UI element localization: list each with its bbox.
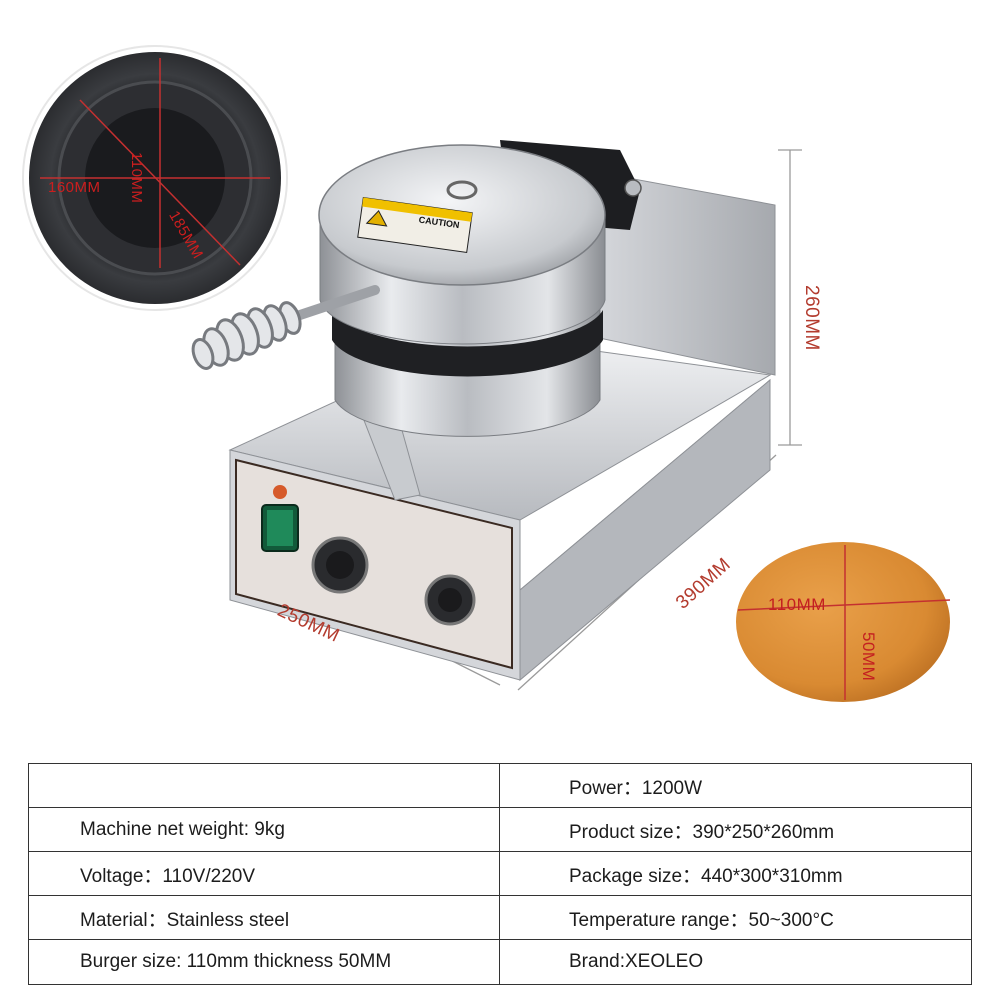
spec-burger-size: Burger size: 110mm thickness 50MM bbox=[80, 951, 392, 972]
plate-inset bbox=[22, 45, 288, 311]
specs-row: Material：Stainless steel Temperature ran… bbox=[29, 895, 971, 940]
specs-row: Machine net weight: 9kg Product size：390… bbox=[29, 807, 971, 852]
control-knobs bbox=[261, 485, 476, 626]
spec-material: Material：Stainless steel bbox=[80, 909, 290, 931]
spec-package-size: Package size：440*300*310mm bbox=[569, 865, 843, 887]
specs-row: Burger size: 110mm thickness 50MM Brand:… bbox=[29, 939, 971, 984]
burger-bun bbox=[736, 542, 951, 702]
plate-depth-label: 110MM bbox=[128, 152, 145, 204]
product-figure: CAUTION 160MM 110MM 185MM 260MM 250MM 39… bbox=[22, 45, 951, 702]
spec-product-size: Product size：390*250*260mm bbox=[569, 821, 835, 843]
specs-row: Voltage：110V/220V Package size：440*300*3… bbox=[29, 851, 971, 896]
height-label: 260MM bbox=[801, 285, 822, 351]
spec-brand: Brand:XEOLEO bbox=[569, 951, 704, 972]
specs-table: Power：1200W Machine net weight: 9kg Prod… bbox=[28, 763, 972, 985]
burger-thickness-label: 50MM bbox=[859, 632, 878, 682]
specs-row: Power：1200W bbox=[29, 764, 971, 808]
cooking-drum bbox=[318, 144, 606, 437]
spec-net-weight: Machine net weight: 9kg bbox=[80, 819, 285, 840]
spec-power: Power：1200W bbox=[569, 777, 703, 799]
spec-voltage: Voltage：110V/220V bbox=[80, 865, 256, 887]
spec-temperature-range: Temperature range：50~300°C bbox=[569, 909, 834, 931]
spring-handle bbox=[191, 285, 380, 370]
machine-illustration: CAUTION bbox=[22, 45, 951, 702]
burger-diameter-label: 110MM bbox=[768, 595, 826, 614]
plate-inner-diameter-label: 160MM bbox=[48, 179, 101, 196]
